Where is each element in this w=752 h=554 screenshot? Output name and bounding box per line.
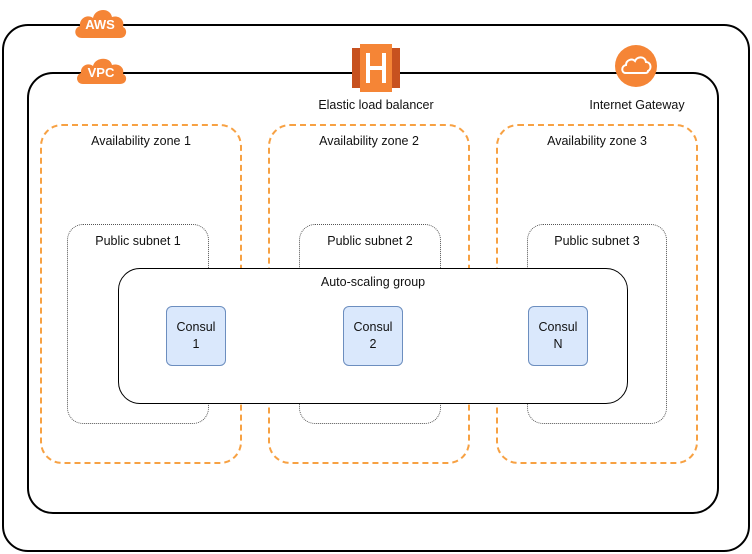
consul-node-n-index: N [553, 337, 563, 351]
internet-gateway-icon [614, 44, 658, 88]
consul-node-n-name: Consul [538, 320, 578, 334]
public-subnet-2-label: Public subnet 2 [327, 234, 413, 248]
consul-node-2-index: 2 [369, 337, 377, 351]
consul-node-2: Consul 2 [343, 306, 403, 366]
igw-label: Internet Gateway [589, 98, 685, 112]
consul-node-1-index: 1 [192, 337, 200, 351]
aws-cloud-badge: AWS [72, 2, 128, 40]
availability-zone-2-label: Availability zone 2 [319, 134, 419, 148]
availability-zone-3-label: Availability zone 3 [547, 134, 647, 148]
consul-node-1-name: Consul [176, 320, 216, 334]
load-balancer-icon [350, 44, 402, 92]
vpc-label: VPC [87, 65, 115, 80]
availability-zone-1-label: Availability zone 1 [91, 134, 191, 148]
aws-label: AWS [85, 17, 115, 32]
public-subnet-3-label: Public subnet 3 [554, 234, 640, 248]
aws-cloud-icon [75, 9, 127, 38]
public-subnet-1-label: Public subnet 1 [95, 234, 181, 248]
auto-scaling-group-label: Auto-scaling group [320, 275, 426, 289]
consul-node-1: Consul 1 [166, 306, 226, 366]
vpc-cloud-badge: VPC [73, 52, 129, 86]
elb-label: Elastic load balancer [318, 98, 434, 112]
consul-node-2-name: Consul [353, 320, 393, 334]
consul-node-n: Consul N [528, 306, 588, 366]
vpc-cloud-icon [77, 58, 127, 84]
